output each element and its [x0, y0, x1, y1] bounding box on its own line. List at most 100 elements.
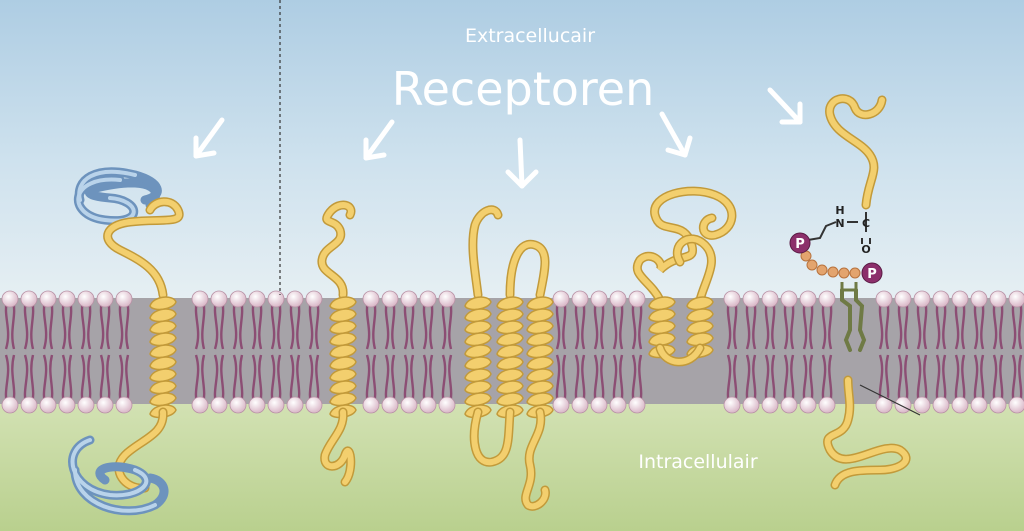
lipid-head: [875, 290, 893, 308]
intracellular-label: Intracellulair: [638, 451, 757, 473]
phospho-label-right: P: [867, 267, 877, 282]
lipid-head: [362, 396, 380, 414]
helix-turn: [526, 332, 554, 347]
receptor-4-helix-a: [648, 296, 676, 359]
lipid-head: [400, 396, 418, 414]
lipid-head: [381, 396, 399, 414]
receptor-1-helix: [149, 296, 177, 419]
lipid-head: [419, 290, 437, 308]
lipid-head: [742, 396, 760, 414]
lipid-head: [894, 396, 912, 414]
receptor-2-helix: [329, 296, 357, 419]
arrow-icon-1: [193, 117, 225, 159]
helix-turn: [149, 332, 177, 347]
lipid-head: [1, 396, 19, 414]
helix-turn: [149, 296, 177, 311]
arrow-icon-4: [659, 111, 693, 158]
helix-turn: [464, 380, 492, 395]
helix-turn: [496, 392, 524, 407]
helix-turn: [464, 332, 492, 347]
lipid-head: [210, 290, 228, 308]
lipid-head: [552, 290, 570, 308]
helix-turn: [329, 296, 357, 311]
lipid-head: [115, 396, 133, 414]
helix-turn: [526, 296, 554, 311]
lipid-head: [1008, 396, 1024, 414]
lipid-head: [39, 396, 57, 414]
lipid-head: [115, 290, 133, 308]
helix-turn: [464, 356, 492, 371]
lipid-head: [761, 396, 779, 414]
lipid-head: [96, 290, 114, 308]
lipid-head: [286, 290, 304, 308]
helix-turn: [149, 368, 177, 383]
helix-turn: [464, 344, 492, 359]
lipid-head: [305, 290, 323, 308]
lipid-head: [932, 396, 950, 414]
receptor-4: [633, 186, 737, 367]
helix-turn: [686, 308, 714, 323]
lipid-head: [609, 396, 627, 414]
lipid-head: [191, 396, 209, 414]
helix-turn: [526, 356, 554, 371]
receptor-3-helix-b: [496, 296, 524, 419]
helix-turn: [329, 320, 357, 335]
helix-turn: [329, 344, 357, 359]
helix-turn: [648, 320, 676, 335]
lipid-head: [590, 290, 608, 308]
lipid-head: [248, 290, 266, 308]
arrow-icons: [193, 87, 803, 189]
lipid-head: [628, 290, 646, 308]
lipid-head: [761, 290, 779, 308]
lipid-head: [77, 290, 95, 308]
lipid-anchor: [840, 288, 867, 352]
helix-turn: [526, 368, 554, 383]
helix-turn: [526, 320, 554, 335]
title-label: Receptoren: [392, 62, 655, 116]
helix-turn: [496, 368, 524, 383]
helix-turn: [464, 368, 492, 383]
helix-turn: [464, 308, 492, 323]
helix-turn: [686, 320, 714, 335]
lipid-head: [913, 290, 931, 308]
lipid-head: [799, 396, 817, 414]
lipid-head: [742, 290, 760, 308]
lipid-head: [590, 396, 608, 414]
lipid-head: [780, 290, 798, 308]
lipid-head: [571, 290, 589, 308]
helix-turn: [496, 332, 524, 347]
arrow-icon-3: [505, 137, 539, 189]
lipid-head: [723, 396, 741, 414]
helix-turn: [464, 320, 492, 335]
lipid-head: [571, 396, 589, 414]
lipid-head: [305, 396, 323, 414]
lipid-head: [229, 396, 247, 414]
helix-turn: [329, 380, 357, 395]
helix-turn: [526, 392, 554, 407]
helix-turn: [329, 356, 357, 371]
lipid-head: [1, 290, 19, 308]
helix-turn: [149, 344, 177, 359]
lipid-head: [438, 290, 456, 308]
helix-turn: [648, 308, 676, 323]
lipid-head: [267, 290, 285, 308]
lipid-head: [248, 396, 266, 414]
lipid-head: [20, 290, 38, 308]
helix-turn: [526, 344, 554, 359]
lipid-head: [951, 290, 969, 308]
helix-turn: [496, 296, 524, 311]
lipid-head: [552, 396, 570, 414]
helix-turn: [464, 392, 492, 407]
helix-turn: [648, 296, 676, 311]
lipid-head: [951, 396, 969, 414]
arrow-icon-2: [363, 119, 395, 161]
lipid-head: [400, 290, 418, 308]
helix-turn: [526, 380, 554, 395]
helix-turn: [149, 356, 177, 371]
helix-turn: [686, 332, 714, 347]
lipid-head: [913, 396, 931, 414]
lipid-head: [438, 396, 456, 414]
helix-turn: [149, 380, 177, 395]
lipid-head: [20, 396, 38, 414]
lipid-head: [818, 396, 836, 414]
